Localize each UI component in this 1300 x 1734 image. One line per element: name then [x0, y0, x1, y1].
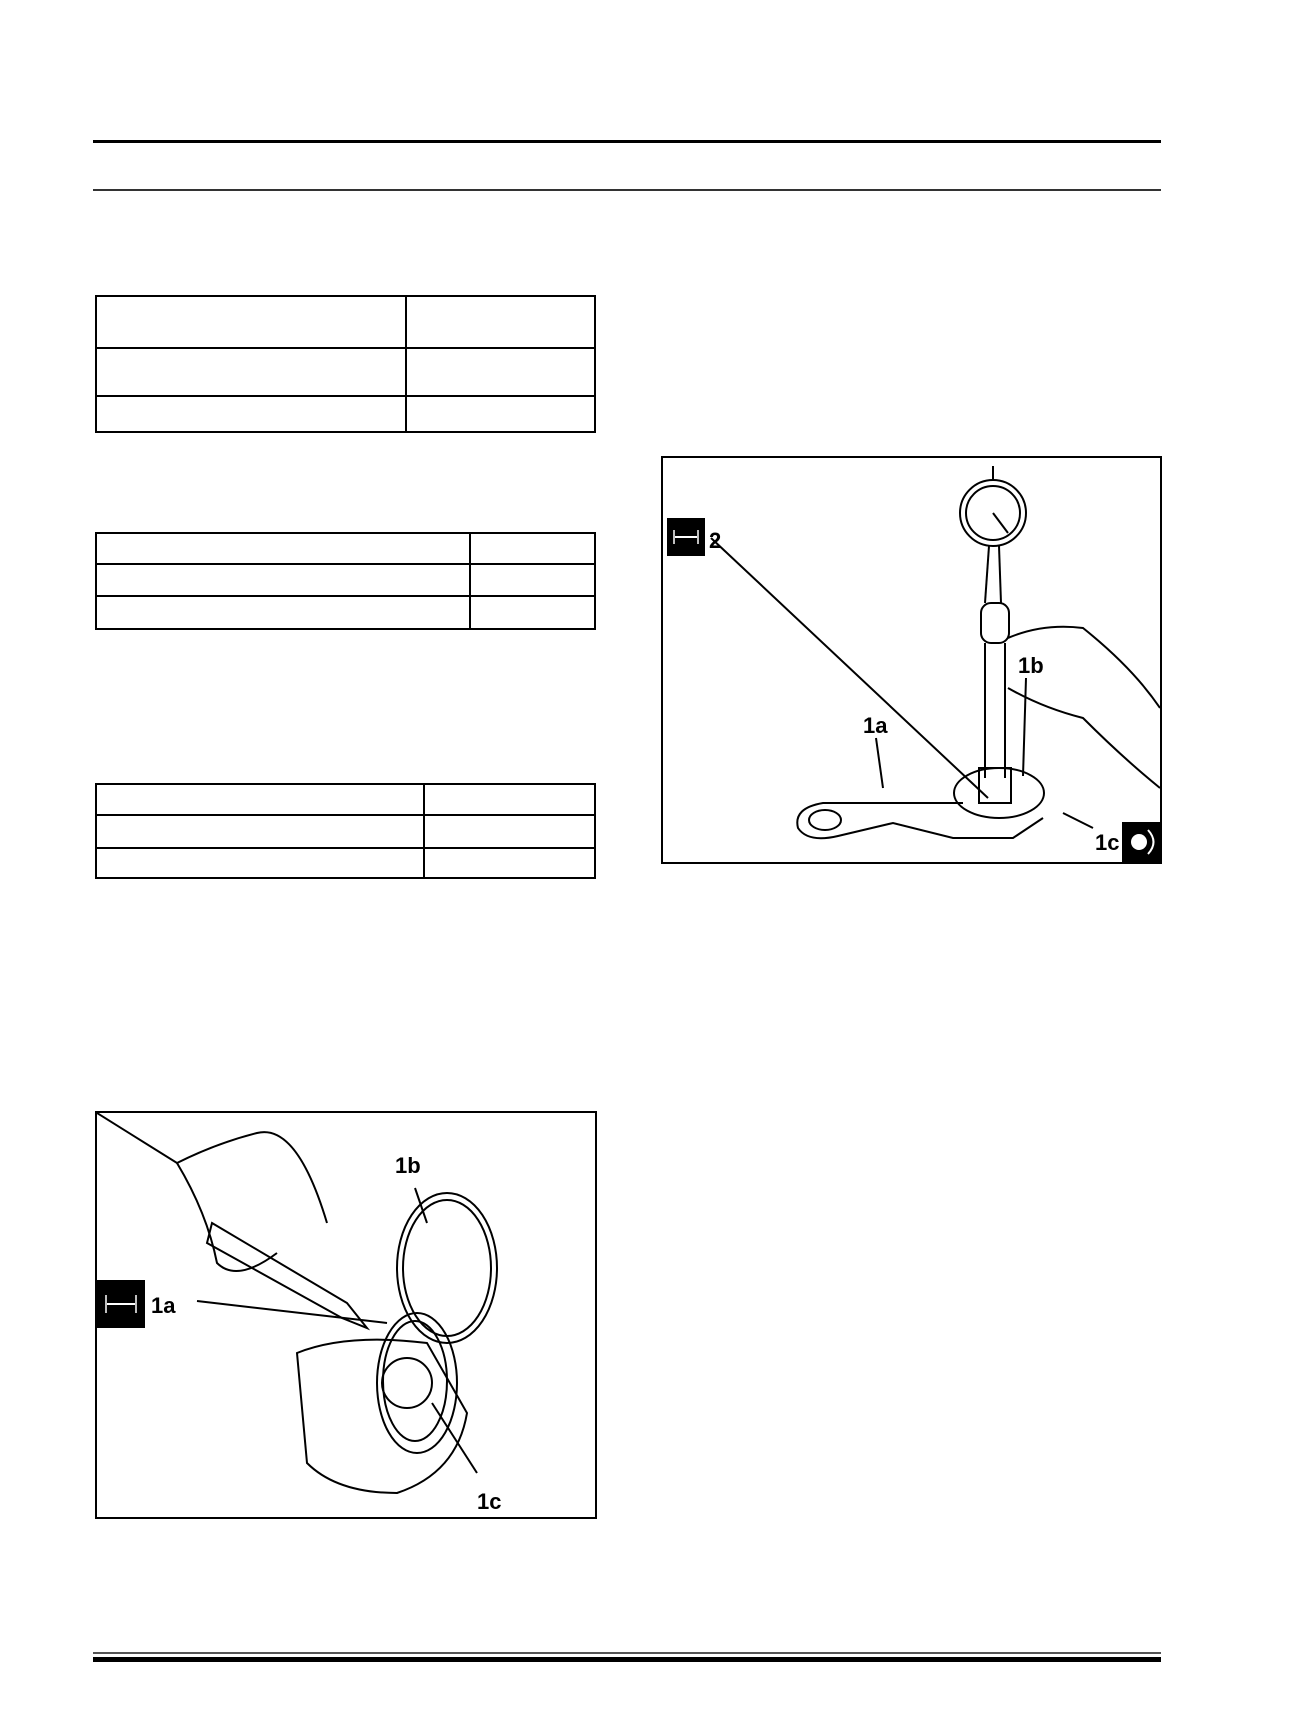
- header-rule-top: [93, 140, 1161, 143]
- callout-1b: 1b: [395, 1153, 421, 1178]
- table-cell: [95, 783, 425, 816]
- piston-ring-gap-illustration: 1a 1b 1c: [97, 1113, 501, 1514]
- footer-rule-thin: [93, 1652, 1161, 1654]
- table-cell: [95, 847, 425, 879]
- table-cell: [95, 347, 407, 397]
- table-cell: [423, 783, 596, 816]
- table-cell: [469, 532, 596, 565]
- callout-1a: 1a: [151, 1293, 176, 1318]
- table-cell: [423, 814, 596, 849]
- callout-1c: 1c: [477, 1489, 501, 1514]
- callout-1a: 1a: [863, 713, 888, 738]
- table-cell: [423, 847, 596, 879]
- header-rule-bottom: [93, 189, 1161, 191]
- table-cell: [405, 347, 596, 397]
- callout-1b: 1b: [1018, 653, 1044, 678]
- table-cell: [95, 395, 407, 433]
- table-cell: [95, 563, 471, 597]
- table-cell: [469, 563, 596, 597]
- table-cell: [469, 595, 596, 630]
- table-cell: [405, 295, 596, 349]
- measure-icon: [97, 1280, 145, 1328]
- table-cell: [405, 395, 596, 433]
- figure-conrod-bore-gauge: 2 1a 1b 1c: [661, 456, 1162, 864]
- table-cell: [95, 295, 407, 349]
- table-cell: [95, 532, 471, 565]
- footer-rule-thick: [93, 1657, 1161, 1662]
- spec-table-1: [95, 295, 596, 433]
- spec-table-3: [95, 783, 596, 879]
- callout-1c: 1c: [1095, 830, 1119, 855]
- spec-table-2: [95, 532, 596, 630]
- figure-piston-ring-gap: 1a 1b 1c: [95, 1111, 597, 1519]
- table-cell: [95, 814, 425, 849]
- conrod-bore-gauge-illustration: 2 1a 1b 1c: [667, 466, 1160, 862]
- callout-2: 2: [709, 528, 721, 553]
- measure-icon: [667, 518, 705, 556]
- table-cell: [95, 595, 471, 630]
- rotate-icon: [1122, 822, 1160, 862]
